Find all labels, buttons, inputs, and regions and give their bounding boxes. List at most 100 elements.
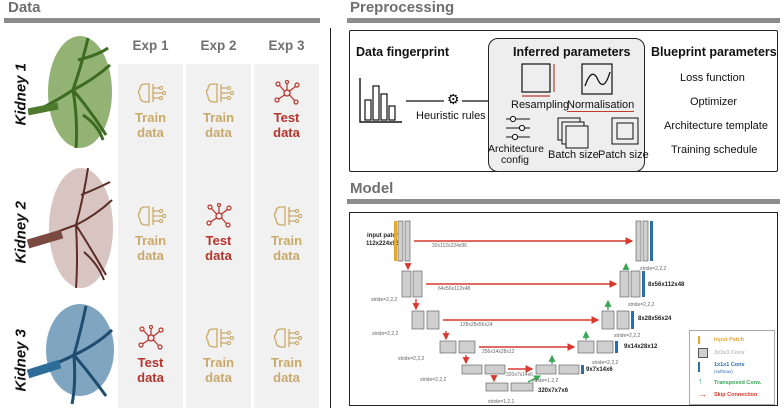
conv1x1-legend-swatch xyxy=(698,362,700,372)
kidney-2-image xyxy=(26,167,113,289)
stride-label-dec-3: stride=2,2,2 xyxy=(614,333,641,339)
exp-2-column xyxy=(186,64,251,408)
histogram-icon xyxy=(359,78,402,123)
heuristic-rules-label: Heuristic rules xyxy=(416,110,486,122)
legend-input-patch: Input Patch xyxy=(714,337,744,343)
skip-label-level-2: 64x56x112x48 xyxy=(438,286,471,292)
normalisation-label: Normalisation xyxy=(567,99,635,112)
inferred-parameters-title: Inferred parameters xyxy=(513,45,631,59)
cell-line-1: Train xyxy=(202,110,235,125)
preprocessing-section-rule xyxy=(347,18,780,23)
stride-label-enc-1: stride=2,2,2 xyxy=(371,297,398,303)
model-section-rule xyxy=(347,199,780,204)
legend-3x3x3-conv: 3x3x3 Conv xyxy=(714,350,745,356)
data-section-rule xyxy=(4,18,320,23)
cell-line-1: Train xyxy=(202,355,235,370)
exp-3-column xyxy=(254,64,319,408)
legend-1x1x1-conv: 1x1x1 Conv xyxy=(714,362,745,368)
brain-icon xyxy=(273,328,302,348)
model-legend: Input Patch 3x3x3 Conv 1x1x1 Conv (softm… xyxy=(689,330,775,405)
stride-label-enc-4: stride=2,2,2 xyxy=(420,377,447,383)
cell-line-1: Test xyxy=(137,355,164,370)
blueprint-architecture-template: Architecture template xyxy=(664,120,768,132)
brain-icon xyxy=(273,206,302,226)
cell-line-2: data xyxy=(205,125,232,140)
conv-legend-swatch xyxy=(698,348,708,358)
network-icon xyxy=(137,325,164,350)
legend-transposed-conv: Transposed Conv. xyxy=(714,380,762,386)
transposed-legend-arrow: ↑ xyxy=(698,376,703,386)
dim-label-bottleneck: 320x7x7x6 xyxy=(538,388,569,394)
network-icon xyxy=(273,80,300,105)
data-section-title: Data xyxy=(8,0,41,16)
cell-line-1: Test xyxy=(205,233,232,248)
unet-architecture xyxy=(394,220,653,392)
kidney-1-image xyxy=(28,36,112,149)
stride-label-dec-4: stride=2,2,2 xyxy=(628,302,655,308)
cell-line-1: Train xyxy=(134,110,167,125)
kidney-3-label: Kidney 3 xyxy=(12,328,30,392)
patch-size-label: Patch size xyxy=(598,149,649,161)
input-size-label: 112x224x96 xyxy=(366,241,400,247)
exp-1-header: Exp 1 xyxy=(132,38,169,53)
cell-line-2: data xyxy=(205,370,232,385)
skip-legend-arrow: → xyxy=(698,389,707,399)
cell-line-2: data xyxy=(137,248,164,263)
skip-label-level-4: 256x14x28x12 xyxy=(482,349,515,355)
legend-1x1x1-conv-sub: (softmax) xyxy=(714,369,733,374)
model-section-title: Model xyxy=(350,180,394,197)
normalisation-icon xyxy=(581,63,613,95)
blueprint-parameters-title: Blueprint parameters xyxy=(651,45,777,59)
brain-icon xyxy=(137,83,166,103)
model-panel xyxy=(349,212,778,406)
brain-icon xyxy=(205,83,234,103)
exp-3-header: Exp 3 xyxy=(268,38,305,53)
preprocessing-section-title: Preprocessing xyxy=(350,0,455,16)
stride-label-bottom: stride=1,2,1 xyxy=(488,399,515,405)
architecture-config-icon xyxy=(506,115,530,141)
dim-label-level-2: 8x56x112x48 xyxy=(648,282,685,288)
cell-line-1: Train xyxy=(270,355,303,370)
cell-line-2: data xyxy=(205,248,232,263)
batch-size-icon xyxy=(557,117,589,149)
gear-icon: ⚙ xyxy=(447,91,460,107)
blueprint-training-schedule: Training schedule xyxy=(671,144,758,156)
dim-label-level-3: 8x28x56x24 xyxy=(638,316,672,322)
skip-label-level-5: 320x7x14x6 xyxy=(506,372,533,378)
batch-size-label: Batch size xyxy=(548,149,599,161)
cell-line-2: data xyxy=(273,370,300,385)
kidney-2-label: Kidney 2 xyxy=(12,200,30,264)
stride-label-dec-2: stride=2,2,2 xyxy=(592,360,619,366)
input-patch-label: input patch xyxy=(367,233,400,239)
exp-2-header: Exp 2 xyxy=(200,38,237,53)
skip-label-level-3: 128x28x56x24 xyxy=(460,322,493,328)
exp-1-column xyxy=(118,64,183,408)
cell-line-1: Train xyxy=(270,233,303,248)
legend-skip-connection: Skip Connection xyxy=(714,392,758,398)
cell-line-1: Test xyxy=(273,110,300,125)
architecture-config-label: Architecture config xyxy=(488,143,545,166)
input-patch-legend-swatch xyxy=(698,336,700,344)
patch-size-icon xyxy=(611,117,639,145)
stride-label-enc-2: stride=2,2,2 xyxy=(372,331,399,337)
brain-icon xyxy=(137,206,166,226)
dim-label-level-4: 9x14x28x12 xyxy=(624,344,658,350)
kidney-3-image xyxy=(26,304,114,405)
resampling-icon xyxy=(521,63,555,97)
skip-label-level-1: 32x112x224x96 xyxy=(432,243,467,249)
cell-line-1: Train xyxy=(134,233,167,248)
stride-label-enc-3: stride=2,2,2 xyxy=(398,356,425,362)
cell-line-2: data xyxy=(137,370,164,385)
stride-label-dec-5: stride=2,2,2 xyxy=(640,266,667,272)
kidney-1-label: Kidney 1 xyxy=(12,62,30,126)
resampling-label: Resampling xyxy=(511,99,570,111)
cell-line-2: data xyxy=(273,248,300,263)
data-fingerprint-title: Data fingerprint xyxy=(356,45,450,59)
stride-label-dec-1: stride=1,2,2 xyxy=(532,378,559,384)
